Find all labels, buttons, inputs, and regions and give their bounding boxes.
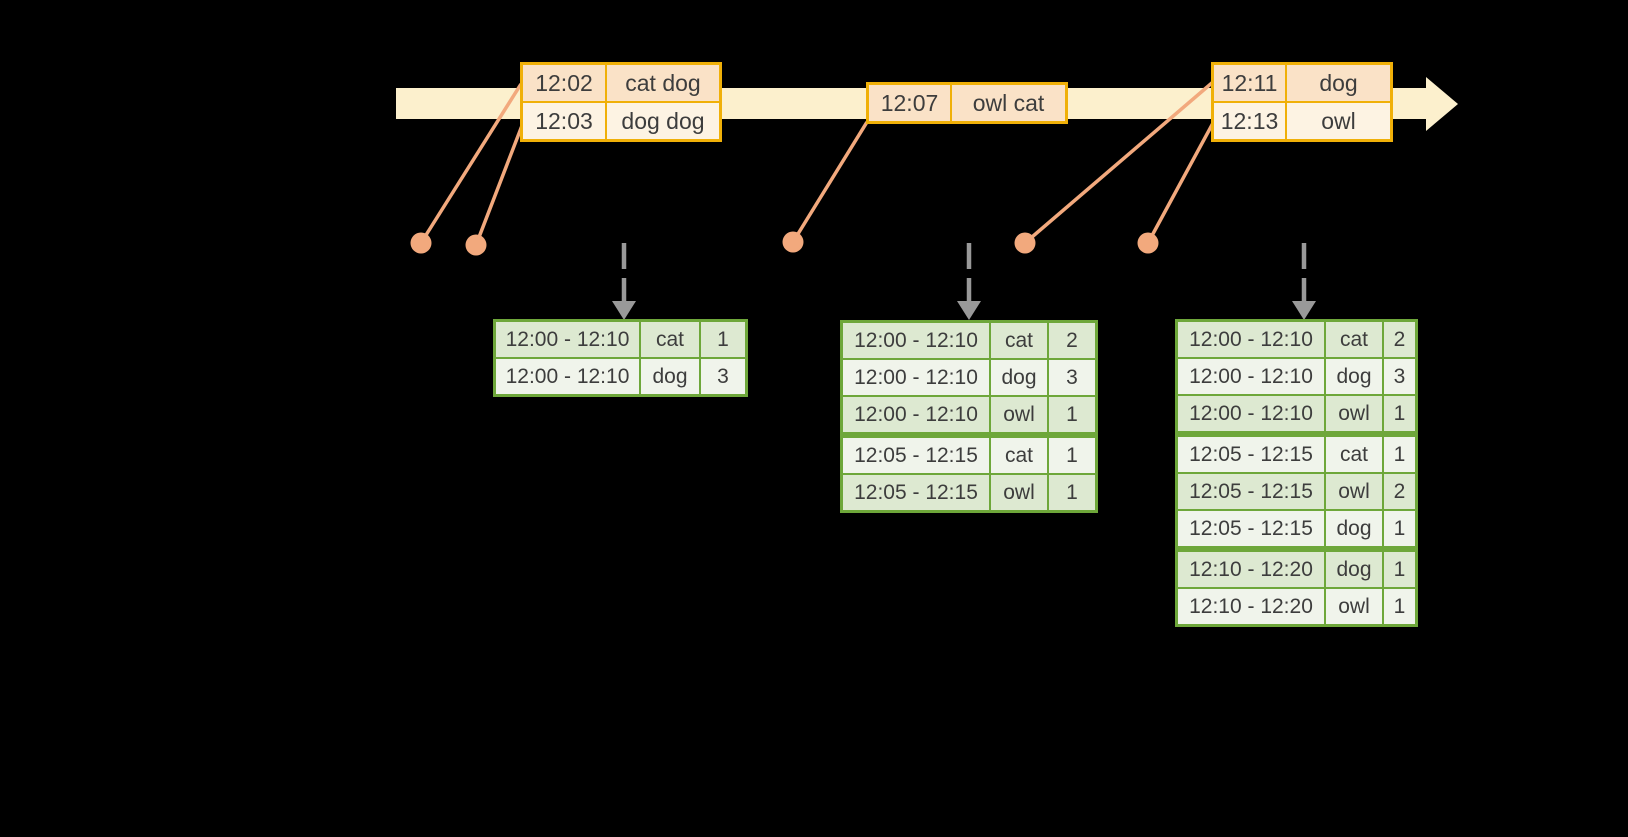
trigger-arrows (612, 243, 1316, 320)
table-cell: 2 (1049, 323, 1095, 358)
table-cell: cat (1326, 437, 1384, 472)
table-cell: 12:05 - 12:15 (1178, 474, 1326, 509)
table-cell: 12:10 - 12:20 (1178, 552, 1326, 587)
event-connector-line (419, 83, 523, 244)
table-cell: 12:05 - 12:15 (843, 475, 991, 510)
table-cell: 12:07 (869, 85, 952, 121)
table-cell: 1 (1384, 511, 1415, 546)
table-cell: 12:00 - 12:10 (843, 323, 991, 358)
table-cell: 1 (1049, 397, 1095, 432)
table-cell: owl (1326, 589, 1384, 624)
table-cell: 12:05 - 12:15 (1178, 437, 1326, 472)
table-cell: 1 (1384, 396, 1415, 431)
event-dot (410, 232, 432, 254)
table-cell: cat (991, 438, 1049, 473)
event-dot (1014, 232, 1036, 254)
table-cell: cat (1326, 322, 1384, 357)
table-cell: 12:00 - 12:10 (496, 359, 641, 394)
table-cell: 1 (1384, 589, 1415, 624)
table-cell: 12:02 (523, 65, 607, 101)
table-cell: 2 (1384, 322, 1415, 357)
event-connector-line (1023, 80, 1215, 245)
table-cell: dog (1326, 552, 1384, 587)
table-cell: 1 (1384, 437, 1415, 472)
event-connector-line (474, 122, 525, 246)
table-cell: 12:00 - 12:10 (843, 360, 991, 395)
table-cell: 12:00 - 12:10 (1178, 359, 1326, 394)
table-cell: 2 (1384, 474, 1415, 509)
table-cell: dog (641, 359, 701, 394)
table-cell: dog (1326, 359, 1384, 394)
table-cell: dog (1287, 65, 1390, 101)
table-cell: cat dog (607, 65, 719, 101)
table-cell: 1 (1049, 438, 1095, 473)
table-cell: 12:00 - 12:10 (496, 322, 641, 357)
table-cell: 12:11 (1214, 65, 1287, 101)
trigger-arrow-icon (957, 243, 981, 320)
table-cell: cat (641, 322, 701, 357)
event-dots (410, 231, 1159, 256)
table-cell: owl (1326, 396, 1384, 431)
table-cell: 12:03 (523, 103, 607, 139)
table-cell: owl (1287, 103, 1390, 139)
event-connector-line (791, 121, 869, 243)
event-dot (1137, 232, 1159, 254)
table-cell: 12:13 (1214, 103, 1287, 139)
trigger-arrow-icon (1292, 243, 1316, 320)
table-cell: 12:00 - 12:10 (1178, 396, 1326, 431)
table-cell: 12:05 - 12:15 (1178, 511, 1326, 546)
table-cell: dog dog (607, 103, 719, 139)
table-cell: 12:10 - 12:20 (1178, 589, 1326, 624)
table-cell: owl (991, 397, 1049, 432)
event-connector-lines (419, 80, 1215, 246)
table-cell: 12:00 - 12:10 (843, 397, 991, 432)
table-cell: owl (991, 475, 1049, 510)
event-dot (465, 234, 487, 256)
table-cell: 12:05 - 12:15 (843, 438, 991, 473)
table-cell: 12:00 - 12:10 (1178, 322, 1326, 357)
table-cell: 1 (1384, 552, 1415, 587)
table-cell: 1 (1049, 475, 1095, 510)
table-cell: 3 (701, 359, 745, 394)
timeline-arrowhead-icon (1426, 77, 1458, 131)
event-connector-line (1146, 122, 1215, 244)
event-dot (782, 231, 804, 253)
table-cell: dog (991, 360, 1049, 395)
table-cell: cat (991, 323, 1049, 358)
table-cell: 1 (701, 322, 745, 357)
table-cell: owl cat (952, 85, 1065, 121)
table-cell: 3 (1384, 359, 1415, 394)
table-cell: dog (1326, 511, 1384, 546)
table-cell: owl (1326, 474, 1384, 509)
trigger-arrow-icon (612, 243, 636, 320)
table-cell: 3 (1049, 360, 1095, 395)
